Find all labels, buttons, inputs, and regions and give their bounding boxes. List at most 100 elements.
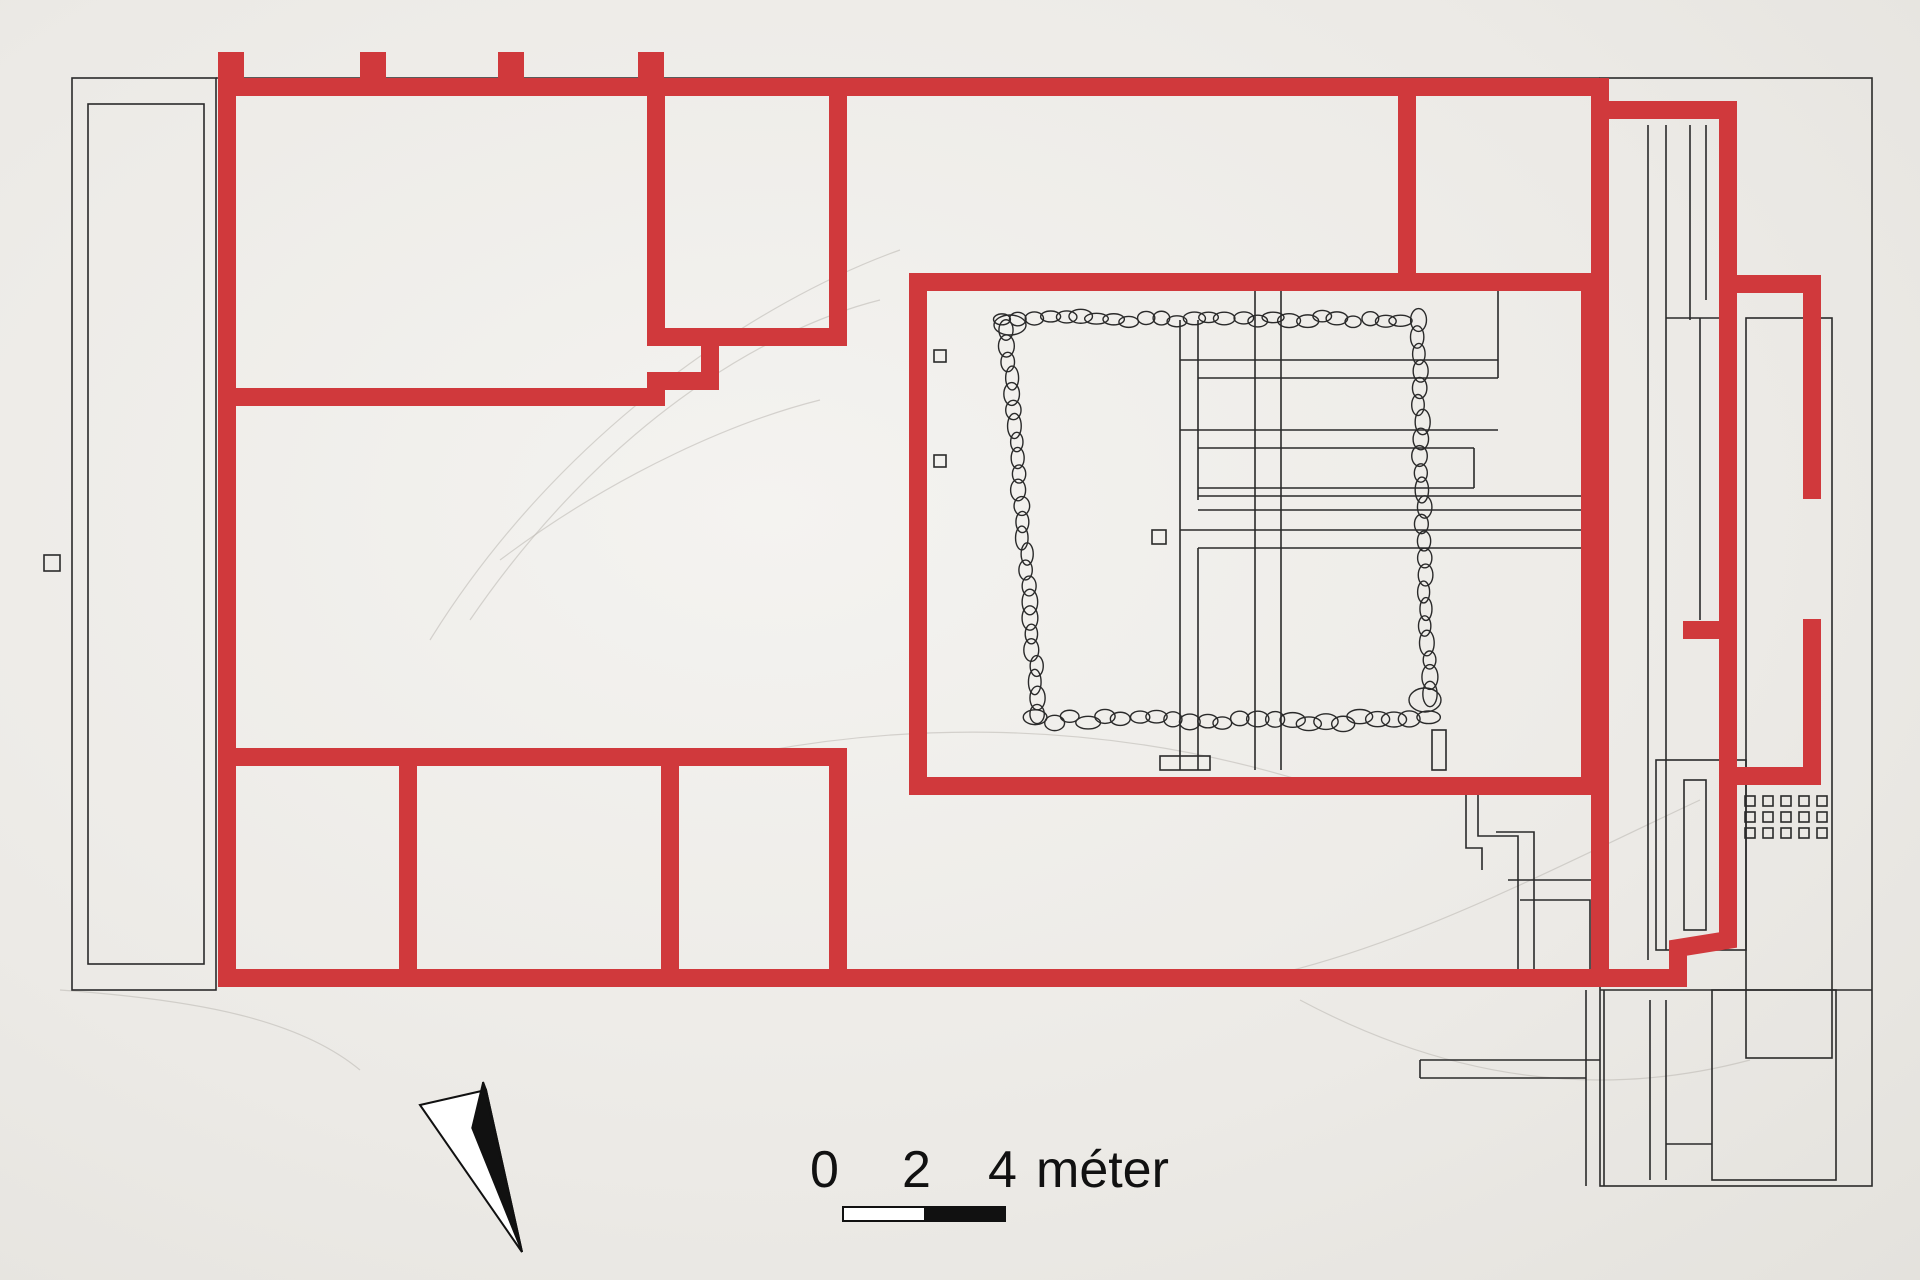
rubble-stone — [1009, 431, 1024, 453]
rubble-stone — [1005, 399, 1022, 421]
rubble-stone — [1422, 680, 1438, 708]
hypocaust-pillar — [1762, 827, 1774, 839]
rubble-stone — [1245, 710, 1270, 728]
hypocaust-pillar-grid — [1744, 795, 1828, 839]
south-range-wall — [218, 748, 847, 987]
hypocaust-pillar — [1798, 811, 1810, 823]
rubble-stone — [1021, 588, 1039, 616]
rubble-stone — [1029, 685, 1046, 711]
rubble-stone — [1414, 476, 1430, 504]
rubble-stone — [1136, 310, 1156, 326]
scale-tick-label: 4 — [988, 1141, 1017, 1199]
rubble-stone — [1229, 710, 1250, 727]
rubble-stone — [1021, 575, 1037, 597]
rubble-stone — [1015, 510, 1030, 534]
rubble-stone — [1361, 310, 1380, 327]
rubble-stone — [1416, 495, 1433, 519]
hypocaust-pillar — [1780, 811, 1792, 823]
rubble-stone — [1388, 314, 1413, 327]
rubble-stone — [1182, 311, 1207, 326]
rubble-stone — [1163, 711, 1183, 728]
rubble-stone — [1413, 463, 1429, 483]
rubble-stone — [1380, 711, 1408, 728]
rubble-stone — [1416, 530, 1432, 552]
rubble-stone — [998, 319, 1014, 341]
rubble-stone — [1419, 596, 1433, 622]
hypocaust-pillar — [1780, 795, 1792, 807]
rubble-stone — [1014, 525, 1029, 551]
courtyard-channels — [933, 286, 1600, 970]
rubble-stone — [1068, 308, 1094, 324]
east-room-wall — [1729, 619, 1821, 785]
outer-enclosure-wall — [218, 78, 1609, 987]
rubble-stone — [1409, 325, 1425, 349]
rubble-stone — [1027, 668, 1042, 696]
scale-bar — [842, 1206, 1006, 1222]
rubble-stone — [1029, 703, 1045, 725]
rubble-stone — [1198, 311, 1220, 324]
surface-scratches — [59, 249, 1751, 1081]
rubble-stone — [1409, 307, 1428, 333]
rubble-stone — [1212, 716, 1233, 730]
rubble-stone — [1408, 687, 1442, 713]
rubble-stone — [1023, 637, 1040, 663]
rubble-stone — [1397, 710, 1421, 728]
rubble-stone — [1024, 623, 1039, 645]
rubble-stone — [1421, 663, 1439, 691]
rubble-stone — [1413, 513, 1430, 535]
rubble-stone — [1055, 310, 1078, 324]
north-arrow-icon — [418, 1081, 523, 1253]
rubble-stone — [1417, 615, 1432, 637]
rubble-stone — [993, 314, 1027, 336]
rubble-stone — [1021, 605, 1039, 631]
hypocaust-pillar — [1816, 811, 1828, 823]
scale-tick-label: 0 — [810, 1141, 839, 1199]
rubble-stone — [1059, 709, 1080, 724]
rubble-stone — [1008, 311, 1027, 327]
courtyard-wall — [909, 273, 1599, 795]
hypocaust-pillar — [1798, 827, 1810, 839]
rubble-stone — [1011, 464, 1027, 484]
hypocaust-pillar — [1744, 811, 1756, 823]
rubble-stone — [1412, 359, 1429, 383]
rubble-stone — [1416, 710, 1442, 725]
red-wall-layer — [218, 52, 1821, 987]
rubble-stone — [1102, 313, 1126, 326]
rubble-stone — [1417, 563, 1434, 587]
rubble-stone — [1279, 711, 1306, 729]
rubble-stone — [1109, 711, 1131, 727]
hypocaust-pillar — [1762, 795, 1774, 807]
hypocaust-pillar — [1744, 795, 1756, 807]
rubble-stone — [1029, 654, 1044, 678]
rubble-stone — [1145, 709, 1168, 724]
scale-unit-label: méter — [1036, 1141, 1169, 1199]
hypocaust-pillar — [1744, 827, 1756, 839]
rubble-stone — [1325, 311, 1349, 326]
rubble-stone — [1412, 427, 1430, 451]
rubble-stone — [1075, 715, 1102, 730]
rubble-stone — [1344, 315, 1362, 329]
rubble-stone — [1422, 650, 1437, 670]
hypocaust-pillar — [1816, 827, 1828, 839]
hypocaust-pillar — [1798, 795, 1810, 807]
hypocaust-pillar — [1780, 827, 1792, 839]
rubble-stone — [1000, 351, 1016, 373]
rubble-stone — [1094, 708, 1116, 725]
rubble-stone — [1197, 713, 1219, 729]
rubble-stone — [1003, 381, 1021, 407]
rubble-stone — [1414, 408, 1431, 436]
north-west-room-wall — [218, 328, 719, 406]
north-room-wall — [647, 78, 847, 346]
rubble-stone — [1212, 311, 1236, 326]
rubble-stone — [1374, 314, 1397, 328]
rubble-stone — [1044, 714, 1066, 732]
rubble-stone — [1312, 309, 1333, 323]
rubble-stone — [1018, 559, 1033, 581]
scale-bar-segment-dark — [924, 1206, 1006, 1222]
hypocaust-pillar — [1816, 795, 1828, 807]
rubble-stone — [992, 313, 1012, 326]
rubble-stone — [1295, 716, 1323, 732]
scale-bar-segment-light — [842, 1206, 926, 1222]
rubble-stone — [1083, 312, 1110, 325]
